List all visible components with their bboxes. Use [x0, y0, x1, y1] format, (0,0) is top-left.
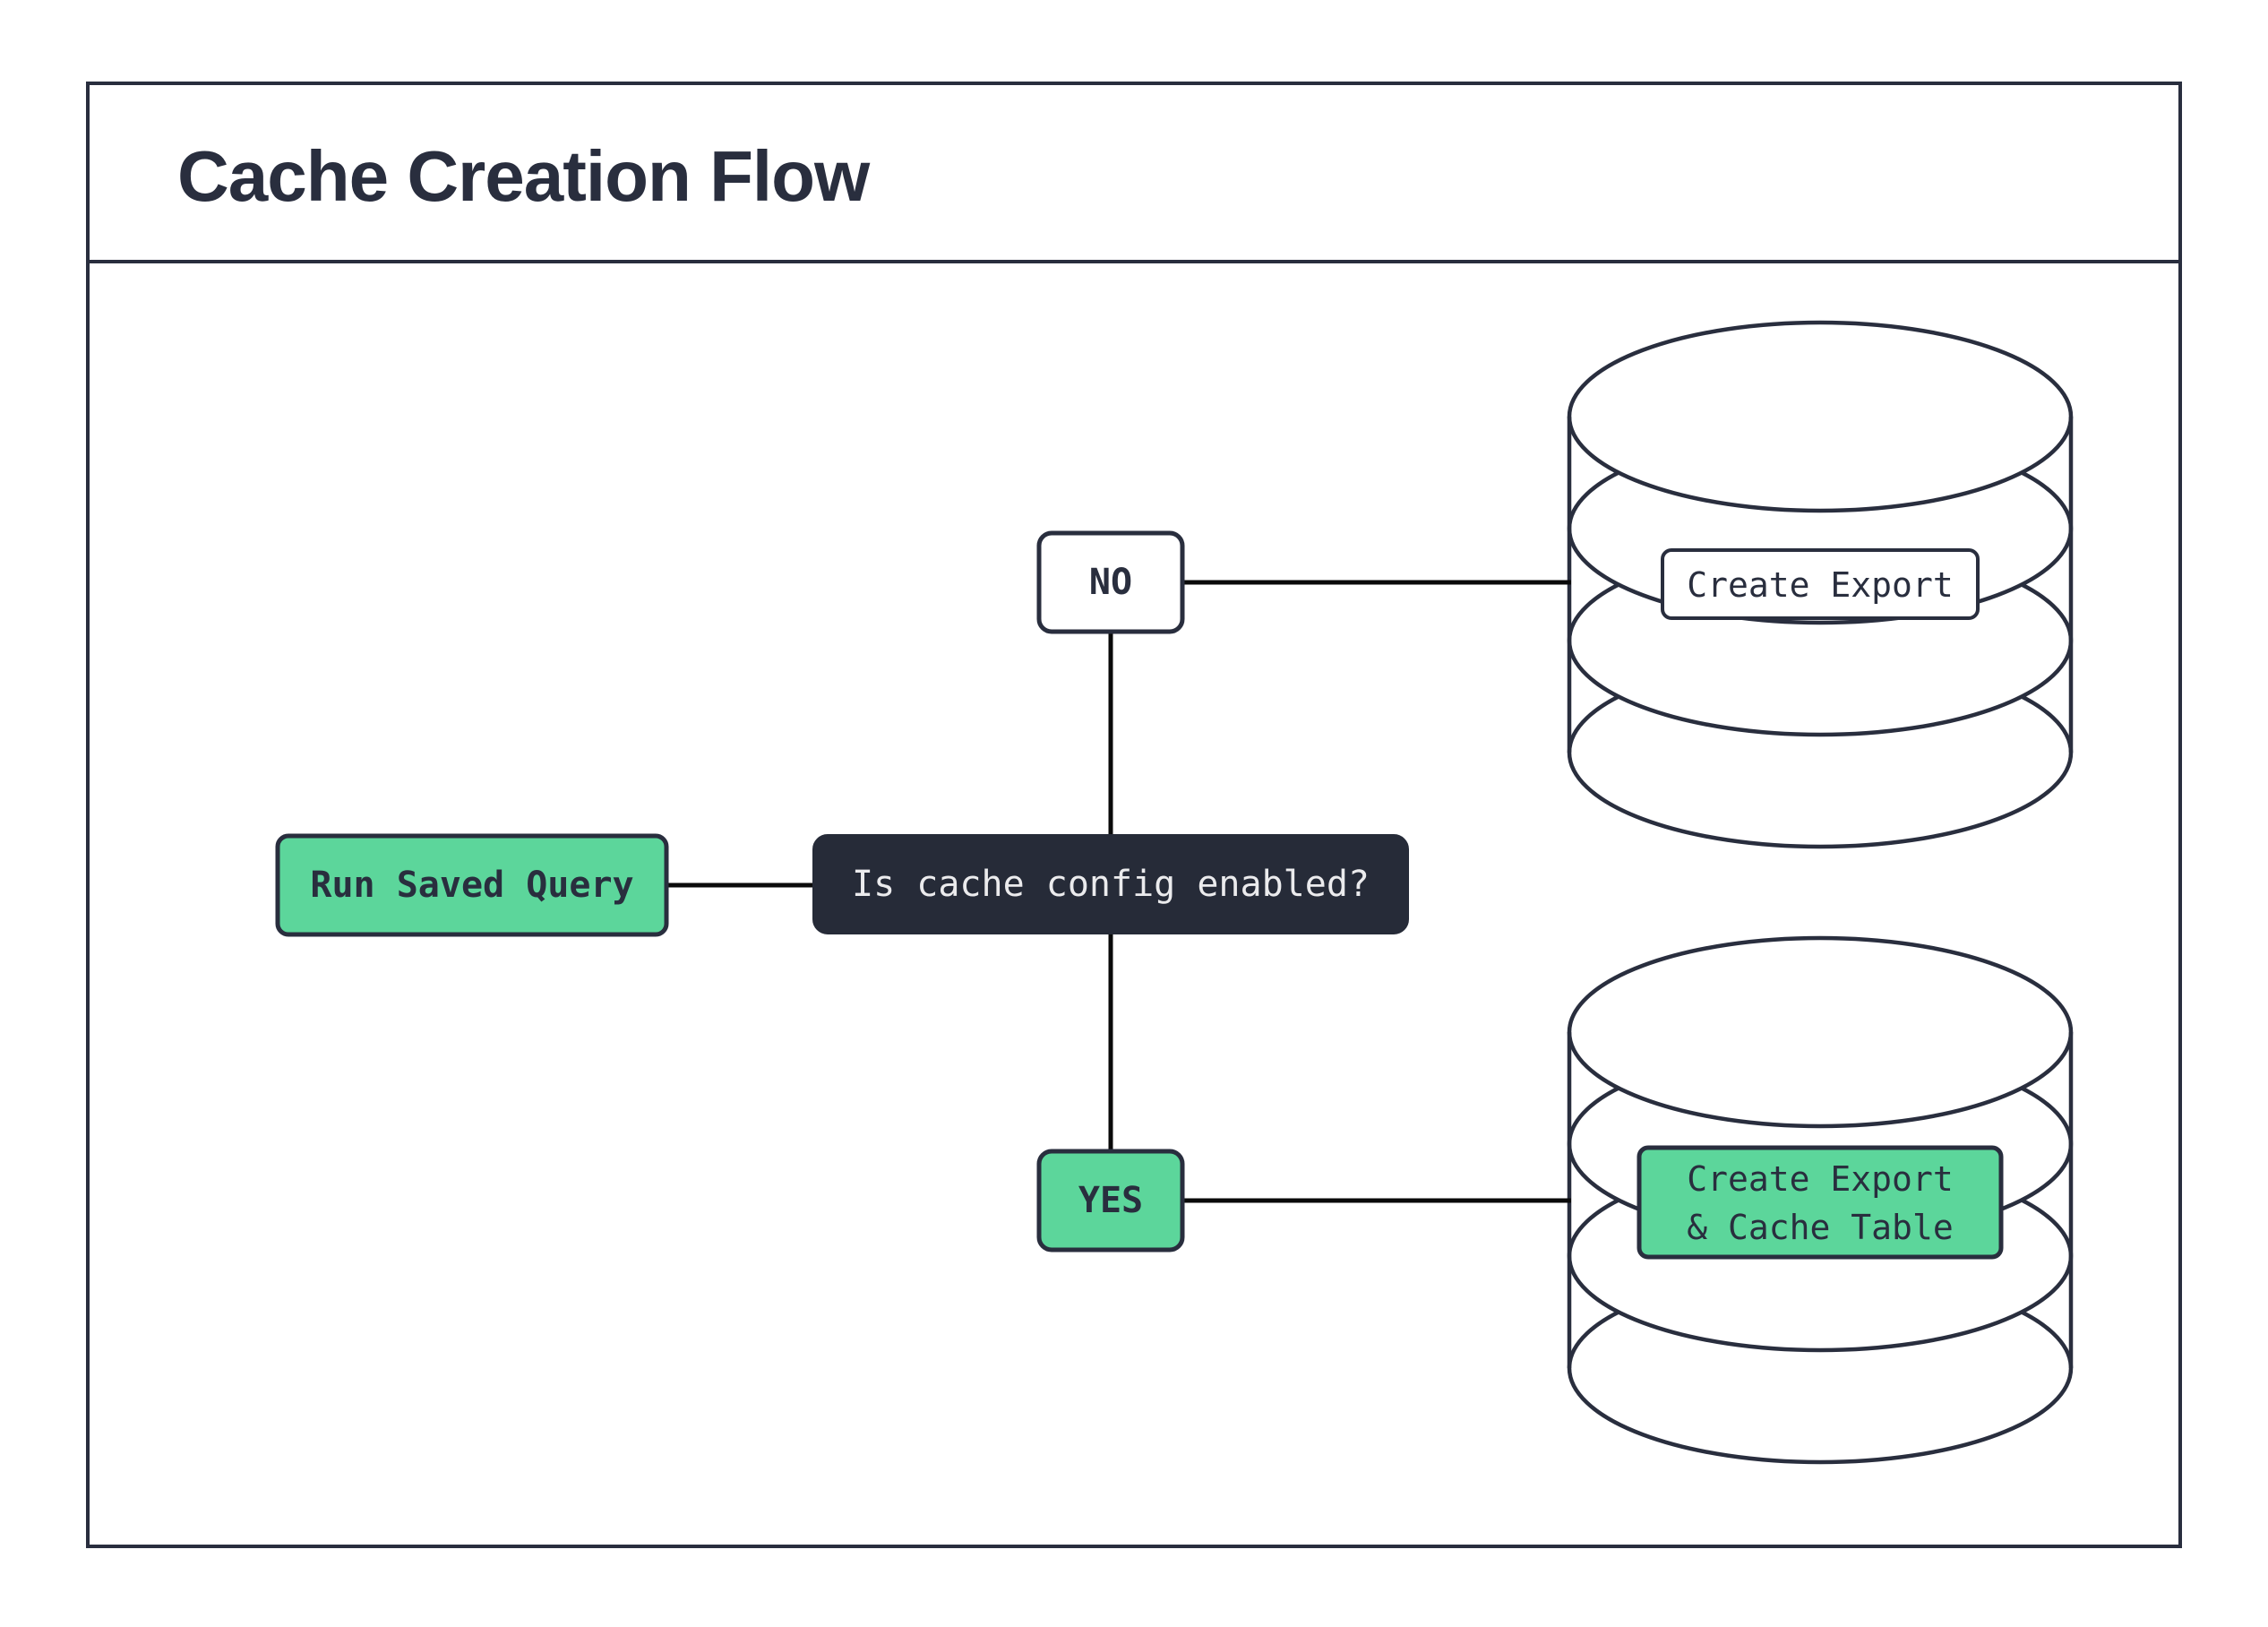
decision-box [812, 834, 1409, 934]
create-export-label: Create Export [1687, 565, 1953, 605]
create-export-label-box [1661, 548, 1980, 620]
flow-node-yes: YES [1036, 1149, 1185, 1253]
create-export-cache-label-box [1637, 1145, 2004, 1260]
run-saved-query-box [275, 833, 669, 937]
no-branch-box [1036, 530, 1185, 634]
flow-node-run-saved-query: Run Saved Query [275, 833, 669, 937]
page-title: Cache Creation Flow [177, 136, 871, 216]
diagram-frame [86, 82, 2182, 1548]
flow-node-decision: Is cache config enabled? [812, 834, 1409, 934]
run-saved-query-label: Run Saved Query [310, 865, 633, 906]
yes-branch-box [1036, 1149, 1185, 1253]
create-export-cache-label-line2: & Cache Table [1687, 1208, 1953, 1247]
flow-node-no: NO [1036, 530, 1185, 634]
decision-label: Is cache config enabled? [852, 864, 1370, 905]
yes-branch-label: YES [1078, 1180, 1143, 1221]
flow-node-create-export: Create Export [1661, 548, 1980, 620]
no-branch-label: NO [1089, 562, 1132, 603]
create-export-cache-label-line1: Create Export [1687, 1159, 1953, 1199]
database-disk [1567, 935, 2074, 1129]
database-disk [1567, 320, 2074, 513]
flow-node-create-export-cache-table: Create Export & Cache Table [1637, 1145, 2004, 1260]
